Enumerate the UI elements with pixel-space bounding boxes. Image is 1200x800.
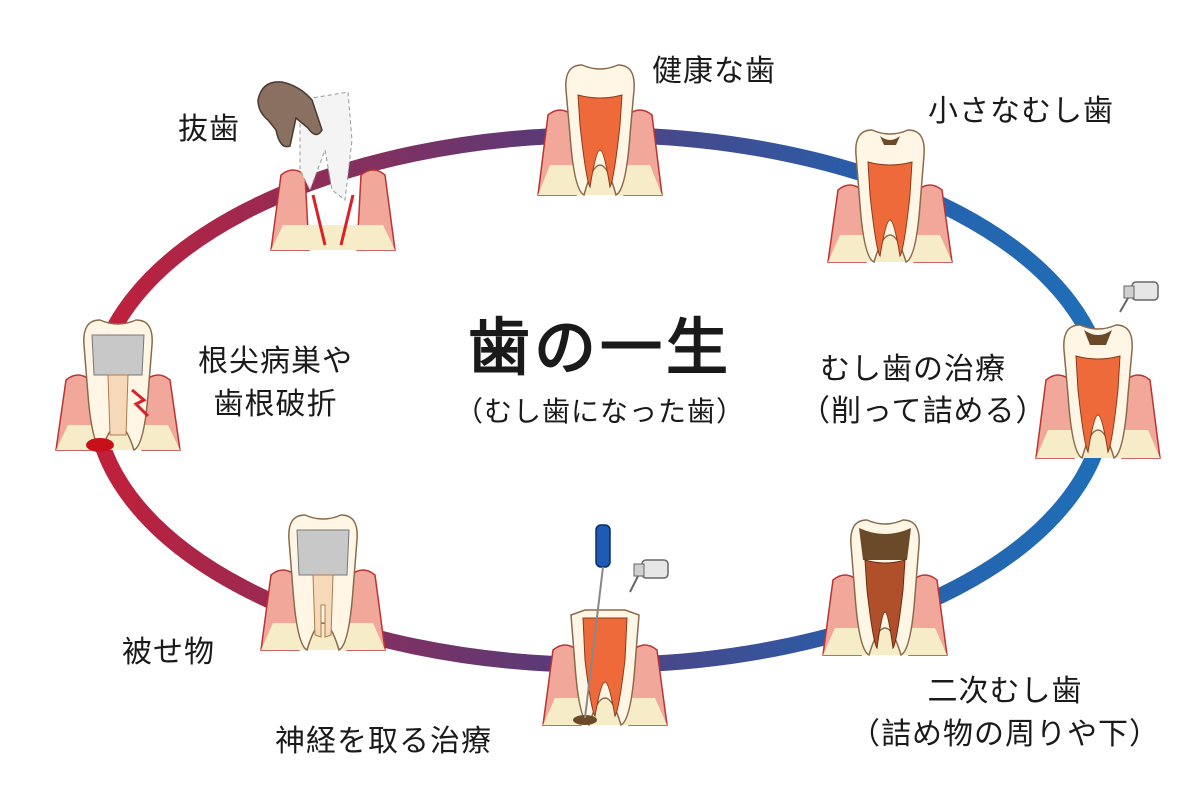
dental-drill-icon-2 — [629, 559, 669, 593]
label-crown: 被せ物 — [122, 635, 215, 670]
extracted-tooth-icon — [257, 81, 323, 148]
diagram-title: 歯の一生 — [467, 311, 732, 384]
dental-drill-icon — [1119, 281, 1159, 313]
label-extraction: 抜歯 — [178, 112, 240, 147]
label-caries-treatment-note: （削って詰める） — [800, 394, 1047, 429]
label-caries-treatment: むし歯の治療 — [820, 352, 1006, 387]
crown-tooth-icon — [260, 514, 386, 652]
root-canal-file-icon — [584, 524, 611, 719]
small-caries-tooth-icon — [827, 129, 953, 264]
label-root-fracture: 歯根破折 — [213, 387, 338, 422]
diagram-subtitle: （むし歯になった歯） — [454, 395, 745, 428]
label-apical-lesion: 根尖病巣や — [198, 344, 353, 379]
label-healthy: 健康な歯 — [652, 54, 776, 89]
label-secondary-caries: 二次むし歯 — [927, 674, 1083, 709]
healthy-tooth-icon — [537, 64, 663, 197]
label-secondary-caries-note: （詰め物の周りや下） — [850, 717, 1160, 752]
caries-treatment-tooth-icon — [1035, 324, 1161, 460]
secondary-caries-tooth-icon — [822, 519, 948, 657]
apical-lesion-tooth-icon — [55, 319, 181, 452]
label-small-caries: 小さなむし歯 — [928, 94, 1114, 129]
label-root-canal: 神経を取る治療 — [275, 724, 492, 759]
root-canal-tooth-icon — [542, 609, 668, 727]
